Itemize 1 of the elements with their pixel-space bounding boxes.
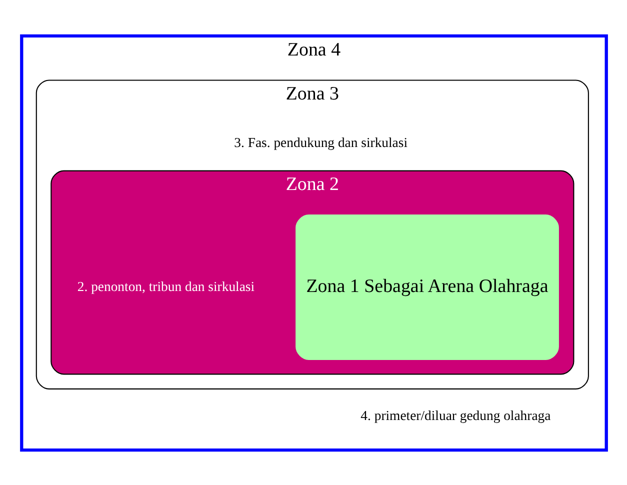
node-box: Zona 1 Sebagai Arena Olahraga bbox=[295, 214, 558, 360]
